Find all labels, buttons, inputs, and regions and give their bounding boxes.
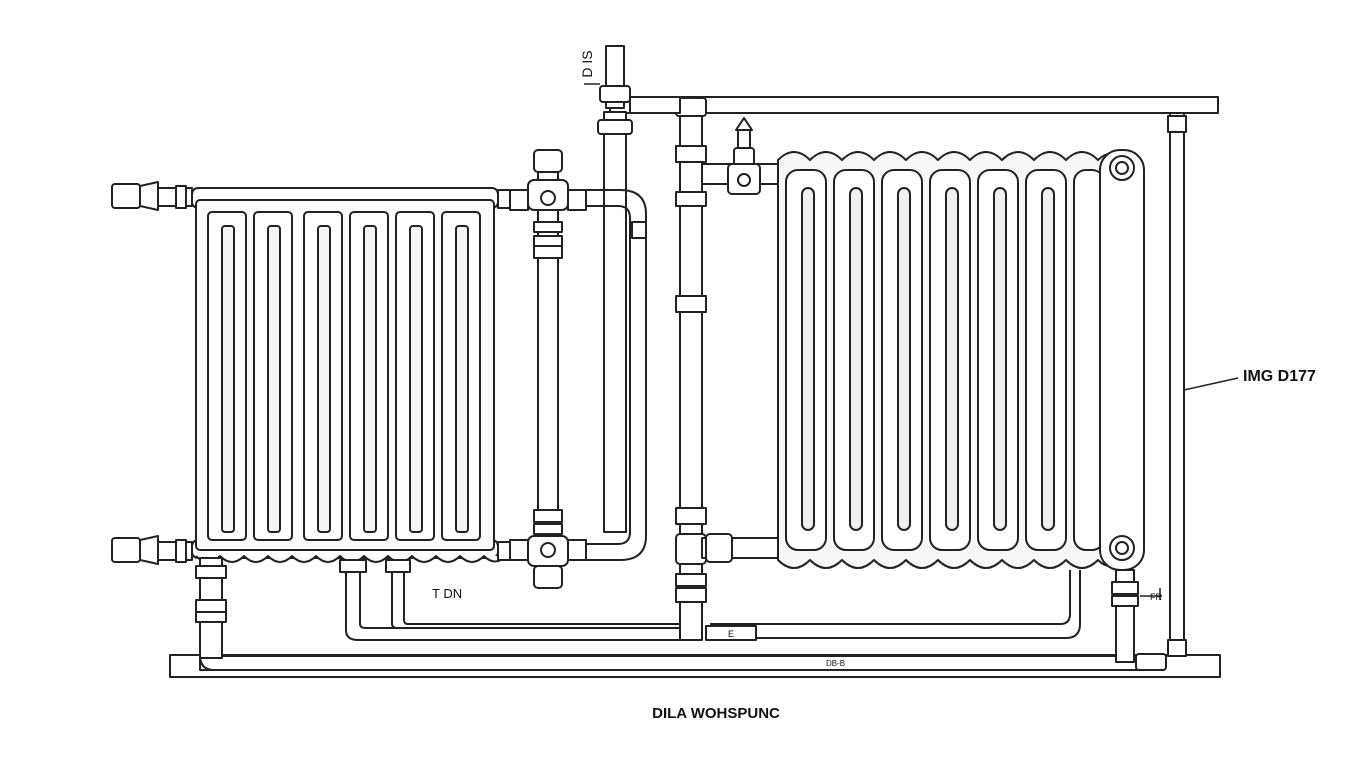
bottom-dimension-label: E: [728, 629, 734, 639]
right-callout-label: IMG D177: [1243, 368, 1316, 385]
thermostatic-valve: [701, 117, 779, 195]
left-drop-pipe: [195, 557, 227, 671]
right-radiator: [777, 149, 1145, 571]
right-return-riser: [1111, 569, 1167, 671]
right-dimension-label: FR: [1150, 592, 1162, 602]
return-main-pipe: [199, 655, 1161, 671]
left-header-pipe: [509, 149, 587, 589]
left-radiator: [191, 187, 507, 563]
right-radiator-sections: [785, 169, 1105, 551]
diagram-caption: DILA WOHSPUNC: [652, 705, 780, 722]
return-loop-right: [710, 570, 1071, 625]
floor-pipe-label: DB-B: [826, 659, 845, 668]
top-riser: [597, 45, 633, 533]
left-bottom-valve: [111, 535, 193, 565]
left-radiator-columns: [207, 211, 481, 541]
top-label: D IS: [579, 50, 595, 77]
middle-label: T DN: [432, 586, 462, 601]
return-loop-left: [345, 570, 680, 641]
loop-pipe-left: [586, 189, 647, 561]
right-drop-pipe: [1167, 112, 1239, 657]
right-radiator-end-cap: [1099, 149, 1145, 571]
center-riser-pipe: [629, 96, 707, 641]
top-dimension-label: D IS: [579, 50, 600, 85]
left-top-valve: [111, 181, 193, 211]
